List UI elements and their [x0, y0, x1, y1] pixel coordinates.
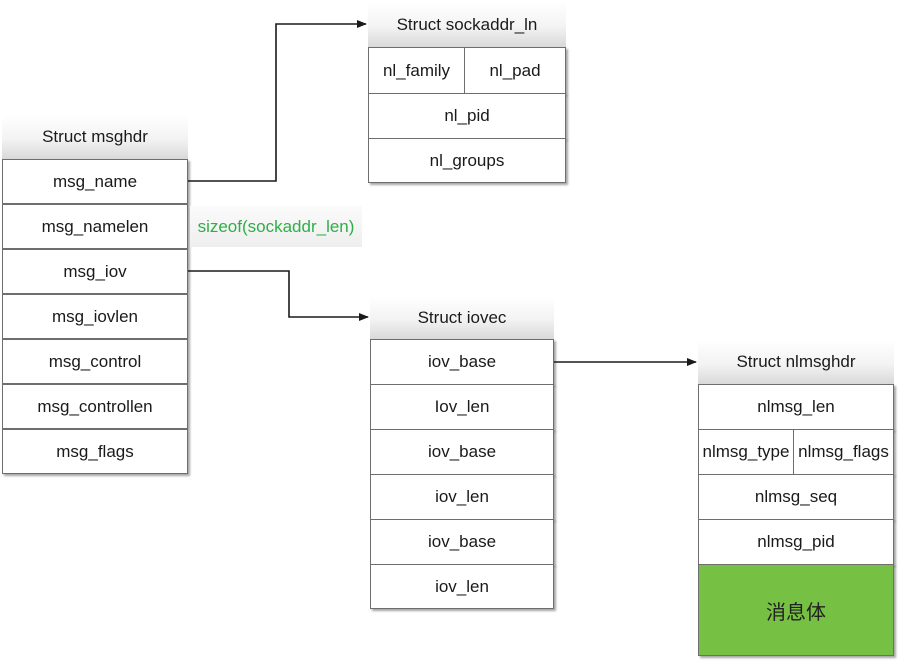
- msghdr-field-msg-control: msg_control: [2, 339, 188, 384]
- msghdr-field-msg-iovlen: msg_iovlen: [2, 294, 188, 339]
- iovec-field-iov-len-3: iov_len: [370, 564, 554, 609]
- nlmsghdr-field-nlmsg-type: nlmsg_type: [698, 429, 794, 475]
- sockaddr-title: Struct sockaddr_ln: [368, 2, 566, 47]
- iovec-field-iov-len-2: iov_len: [370, 474, 554, 520]
- sockaddr-field-nl-pid: nl_pid: [368, 93, 566, 139]
- msghdr-title: Struct msghdr: [2, 115, 188, 159]
- namelen-annotation: sizeof(sockaddr_len): [190, 206, 362, 247]
- msghdr-field-msg-flags: msg_flags: [2, 429, 188, 474]
- msghdr-field-msg-namelen: msg_namelen: [2, 204, 188, 249]
- sockaddr-field-nl-groups: nl_groups: [368, 138, 566, 183]
- iovec-title: Struct iovec: [370, 296, 554, 339]
- msghdr-field-msg-name: msg_name: [2, 159, 188, 204]
- arrow-msg-name-to-sockaddr: [188, 20, 367, 182]
- nlmsghdr-title: Struct nlmsghdr: [698, 340, 894, 384]
- sockaddr-field-nl-family: nl_family: [368, 47, 465, 94]
- msghdr-field-msg-iov: msg_iov: [2, 249, 188, 294]
- nlmsghdr-field-nlmsg-flags: nlmsg_flags: [793, 429, 894, 475]
- msghdr-field-msg-controllen: msg_controllen: [2, 384, 188, 429]
- nlmsghdr-message-body: 消息体: [698, 564, 894, 656]
- iovec-field-iov-len-1: Iov_len: [370, 384, 554, 430]
- arrow-msg-iov-to-iovec: [188, 270, 369, 321]
- iovec-field-iov-base-1: iov_base: [370, 339, 554, 385]
- sockaddr-field-nl-pad: nl_pad: [464, 47, 566, 94]
